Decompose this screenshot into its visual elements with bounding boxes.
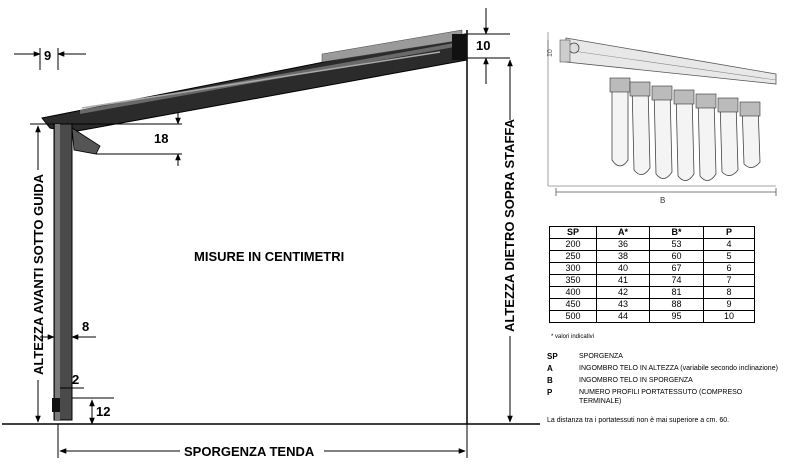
table-cell: 38 bbox=[596, 250, 650, 263]
table-cell: 350 bbox=[549, 274, 597, 287]
post-foot bbox=[52, 398, 60, 412]
table-cell: 88 bbox=[649, 298, 704, 311]
table-header-row: SP A* B* P bbox=[549, 226, 755, 239]
legend-key: P bbox=[547, 388, 553, 397]
table-cell: 42 bbox=[596, 286, 650, 299]
back-height-label: ALTEZZA DIETRO SOPRA STAFFA bbox=[502, 118, 517, 332]
projection-label: SPORGENZA TENDA bbox=[184, 444, 315, 459]
legend-text: INGOMBRO TELO IN SPORGENZA bbox=[579, 377, 693, 384]
legend-text: INGOMBRO TELO IN ALTEZZA (variabile seco… bbox=[579, 365, 778, 372]
table-cell: 81 bbox=[649, 286, 704, 299]
legend-key: B bbox=[547, 376, 553, 385]
dim-label-12: 12 bbox=[96, 404, 110, 419]
table-cell: 9 bbox=[703, 298, 755, 311]
table-cell: 200 bbox=[549, 238, 597, 251]
table-cell: 7 bbox=[703, 274, 755, 287]
table-cell: 41 bbox=[596, 274, 650, 287]
wall-bracket bbox=[452, 34, 467, 60]
legend-key: A bbox=[547, 364, 553, 373]
table-cell: 67 bbox=[649, 262, 704, 275]
table-cell: 43 bbox=[596, 298, 650, 311]
table-cell: 4 bbox=[703, 238, 755, 251]
dim-label-8: 8 bbox=[82, 319, 89, 334]
legend-item: A INGOMBRO TELO IN ALTEZZA (variabile se… bbox=[547, 364, 779, 376]
legend-key: SP bbox=[547, 352, 558, 361]
table-cell: 8 bbox=[703, 286, 755, 299]
legend: SP SPORGENZA A INGOMBRO TELO IN ALTEZZA … bbox=[547, 352, 779, 408]
table-cell: 250 bbox=[549, 250, 597, 263]
dim-label-2: 2 bbox=[72, 372, 79, 387]
legend-text: SPORGENZA bbox=[579, 353, 623, 360]
front-bracket bbox=[71, 127, 101, 155]
dim-label-9: 9 bbox=[44, 48, 51, 63]
legend-item: SP SPORGENZA bbox=[547, 352, 779, 364]
carrier-spacing-note: La distanza tra i portatessuti non è mai… bbox=[547, 417, 730, 424]
dim-label-10: 10 bbox=[476, 38, 490, 53]
units-caption: MISURE IN CENTIMETRI bbox=[194, 249, 344, 264]
table-header-cell: SP bbox=[549, 226, 597, 239]
table-cell: 74 bbox=[649, 274, 704, 287]
table-cell: 60 bbox=[649, 250, 704, 263]
table-header-cell: B* bbox=[649, 226, 704, 239]
table-cell: 300 bbox=[549, 262, 597, 275]
table-cell: 500 bbox=[549, 310, 597, 323]
dim-label-18: 18 bbox=[154, 131, 168, 146]
roof-slot bbox=[81, 51, 441, 109]
fabric-detail-drawing: 10 bbox=[547, 32, 777, 196]
table-cell: 450 bbox=[549, 298, 597, 311]
table-cell: 53 bbox=[649, 238, 704, 251]
table-cell: 5 bbox=[703, 250, 755, 263]
table-cell: 40 bbox=[596, 262, 650, 275]
table-note: * valori indicativi bbox=[551, 334, 595, 340]
table-header-cell: A* bbox=[596, 226, 650, 239]
table-cell: 400 bbox=[549, 286, 597, 299]
table-cell: 10 bbox=[703, 310, 755, 323]
table-cell: 95 bbox=[649, 310, 704, 323]
table-cell: 6 bbox=[703, 262, 755, 275]
legend-item: P NUMERO PROFILI PORTATESSUTO (COMPRESO … bbox=[547, 388, 779, 408]
legend-item: B INGOMBRO TELO IN SPORGENZA bbox=[547, 376, 779, 388]
front-height-label: ALTEZZA AVANTI SOTTO GUIDA bbox=[31, 173, 46, 375]
svg-text:10: 10 bbox=[547, 49, 554, 57]
front-post-shade bbox=[55, 124, 60, 420]
legend-text: NUMERO PROFILI PORTATESSUTO (COMPRESO TE… bbox=[579, 389, 743, 405]
table-header-cell: P bbox=[703, 226, 755, 239]
detail-b-label: B bbox=[660, 196, 665, 205]
table-cell: 36 bbox=[596, 238, 650, 251]
table-cell: 44 bbox=[596, 310, 650, 323]
